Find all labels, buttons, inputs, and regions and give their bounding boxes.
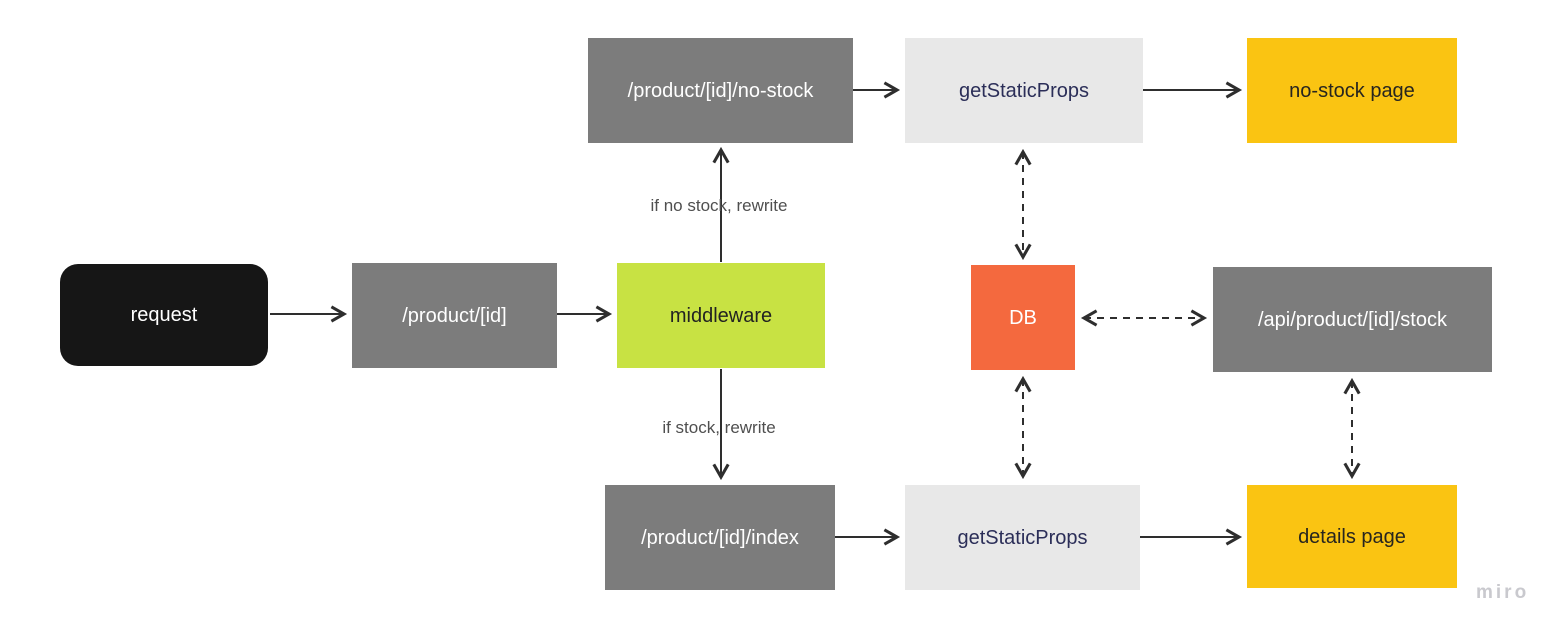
node-label: no-stock page xyxy=(1289,79,1415,102)
node-api-product-id-stock[interactable]: /api/product/[id]/stock xyxy=(1213,267,1492,372)
node-label: /product/[id] xyxy=(402,304,507,327)
node-details-page[interactable]: details page xyxy=(1247,485,1457,588)
node-label: DB xyxy=(1009,306,1037,329)
node-label: getStaticProps xyxy=(957,526,1088,549)
node-product-id-index[interactable]: /product/[id]/index xyxy=(605,485,835,590)
node-middleware[interactable]: middleware xyxy=(617,263,825,368)
node-label: /product/[id]/no-stock xyxy=(627,79,814,102)
miro-watermark: miro xyxy=(1476,582,1530,603)
node-getstaticprops-bottom[interactable]: getStaticProps xyxy=(905,485,1140,590)
node-label: middleware xyxy=(669,304,773,327)
node-label: details page xyxy=(1298,525,1406,548)
node-label: /api/product/[id]/stock xyxy=(1258,308,1447,331)
edge-label-if-no-stock: if no stock, rewrite xyxy=(650,196,788,215)
node-product-id-no-stock[interactable]: /product/[id]/no-stock xyxy=(588,38,853,143)
node-label: request xyxy=(130,304,198,326)
node-label: getStaticProps xyxy=(958,79,1090,102)
edge-label-if-stock: if stock, rewrite xyxy=(662,418,776,437)
node-product-id[interactable]: /product/[id] xyxy=(352,263,557,368)
node-getstaticprops-top[interactable]: getStaticProps xyxy=(905,38,1143,143)
node-request[interactable]: request xyxy=(60,264,268,366)
node-no-stock-page[interactable]: no-stock page xyxy=(1247,38,1457,143)
node-db[interactable]: DB xyxy=(971,265,1075,370)
node-label: /product/[id]/index xyxy=(641,526,799,549)
